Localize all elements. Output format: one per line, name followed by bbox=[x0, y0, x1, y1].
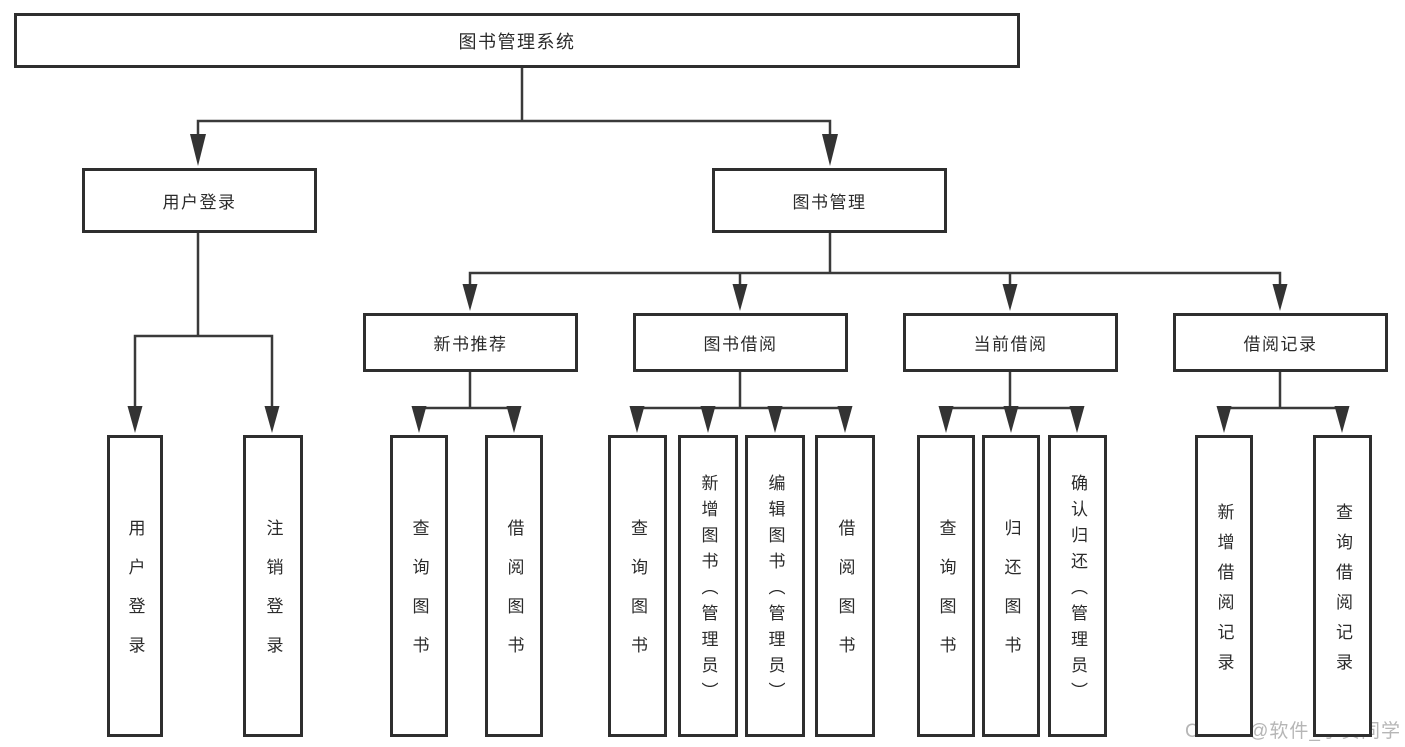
node-borrowing-records: 借阅记录 bbox=[1173, 313, 1388, 372]
node-label: 新增图书（管理员） bbox=[698, 473, 718, 708]
node-label: 查询借阅记录 bbox=[1333, 502, 1352, 683]
leaf-borrow-books: 借阅图书 bbox=[815, 435, 875, 737]
leaf-logout: 注销登录 bbox=[243, 435, 303, 737]
node-new-book-recommend: 新书推荐 bbox=[363, 313, 578, 372]
leaf-query-books-current: 查询图书 bbox=[917, 435, 975, 737]
leaf-edit-books-admin: 编辑图书（管理员） bbox=[745, 435, 805, 737]
leaf-confirm-return-admin: 确认归还（管理员） bbox=[1048, 435, 1107, 737]
node-label: 借阅图书 bbox=[835, 519, 855, 675]
node-label: 查询图书 bbox=[628, 519, 647, 675]
node-root-library-system: 图书管理系统 bbox=[14, 13, 1020, 68]
node-label: 新书推荐 bbox=[433, 335, 508, 354]
node-user-login-branch: 用户登录 bbox=[82, 168, 317, 233]
node-label: 新增借阅记录 bbox=[1214, 502, 1234, 683]
leaf-borrow-books-recommend: 借阅图书 bbox=[485, 435, 543, 737]
node-label: 图书管理 bbox=[792, 193, 867, 212]
leaf-add-books-admin: 新增图书（管理员） bbox=[678, 435, 738, 737]
node-label: 注销登录 bbox=[263, 519, 283, 675]
leaf-user-login: 用户登录 bbox=[107, 435, 163, 737]
node-label: 归还图书 bbox=[1001, 519, 1021, 675]
leaf-return-books: 归还图书 bbox=[982, 435, 1040, 737]
node-label: 查询图书 bbox=[409, 519, 429, 675]
leaf-query-books-borrow: 查询图书 bbox=[608, 435, 667, 737]
node-label: 借阅记录 bbox=[1243, 335, 1318, 354]
leaf-add-borrow-record: 新增借阅记录 bbox=[1195, 435, 1253, 737]
node-label: 当前借阅 bbox=[973, 335, 1048, 354]
node-label: 用户登录 bbox=[162, 193, 237, 212]
node-book-borrowing: 图书借阅 bbox=[633, 313, 848, 372]
node-label: 图书管理系统 bbox=[458, 31, 576, 52]
leaf-query-books-recommend: 查询图书 bbox=[390, 435, 448, 737]
node-book-management-branch: 图书管理 bbox=[712, 168, 947, 233]
node-label: 用户登录 bbox=[125, 519, 145, 675]
node-current-borrowing: 当前借阅 bbox=[903, 313, 1118, 372]
node-label: 确认归还（管理员） bbox=[1068, 473, 1087, 708]
node-label: 编辑图书（管理员） bbox=[765, 473, 785, 708]
node-label: 借阅图书 bbox=[504, 519, 524, 675]
node-label: 查询图书 bbox=[936, 519, 956, 675]
leaf-query-borrow-record: 查询借阅记录 bbox=[1313, 435, 1372, 737]
node-label: 图书借阅 bbox=[703, 335, 778, 354]
